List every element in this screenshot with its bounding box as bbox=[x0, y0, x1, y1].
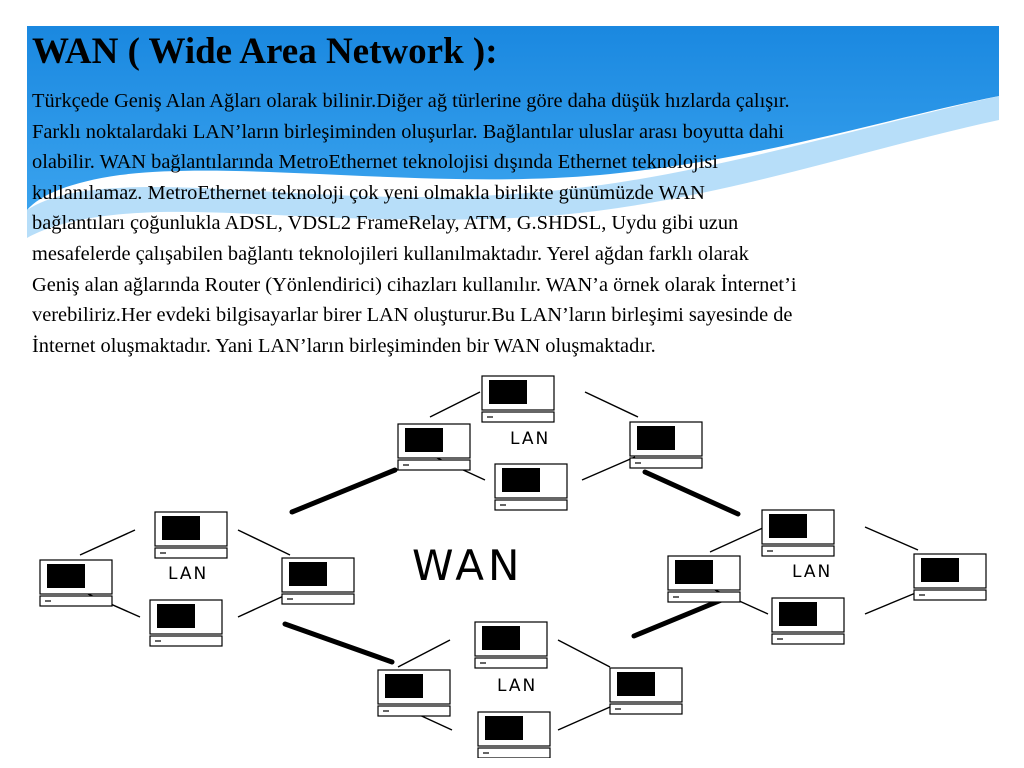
computer-icon bbox=[494, 463, 568, 511]
body-line: Türkçede Geniş Alan Ağları olarak bilini… bbox=[32, 90, 790, 112]
body-line: mesafelerde çalışabilen bağlantı teknolo… bbox=[32, 242, 749, 265]
wan-link-top-right bbox=[642, 469, 741, 517]
computer-icon bbox=[377, 669, 451, 717]
body-line: olabilir. WAN bağlantılarında MetroEther… bbox=[32, 151, 718, 174]
slide-title: WAN ( Wide Area Network ): bbox=[32, 31, 498, 72]
computer-icon bbox=[761, 509, 835, 557]
computers bbox=[39, 375, 987, 758]
computer-icon bbox=[609, 667, 683, 715]
computer-icon bbox=[149, 599, 223, 647]
lan-label-left: LAN bbox=[168, 564, 208, 584]
computer-icon bbox=[154, 511, 228, 559]
computer-icon bbox=[481, 375, 555, 423]
lan-label-top: LAN bbox=[510, 429, 550, 449]
body-line: Geniş alan ağlarında Router (Yönlendiric… bbox=[32, 273, 797, 296]
body-line: bağlantıları çoğunlukla ADSL, VDSL2 Fram… bbox=[32, 212, 739, 235]
slide-body-text: Türkçede Geniş Alan Ağları olarak bilini… bbox=[32, 86, 1000, 361]
computer-icon bbox=[629, 421, 703, 469]
wan-network-diagram: LAN LAN LAN LAN WAN bbox=[39, 375, 987, 758]
computer-icon bbox=[771, 597, 845, 645]
computer-icon bbox=[913, 553, 987, 601]
body-line: İnternet oluşmaktadır. Yani LAN’ların bi… bbox=[32, 334, 656, 357]
body-line: kullanılamaz. MetroEthernet teknoloji ço… bbox=[32, 181, 705, 204]
body-line: verebiliriz.Her evdeki bilgisayarlar bir… bbox=[32, 304, 793, 327]
computer-icon bbox=[397, 423, 471, 471]
computer-icon bbox=[477, 711, 551, 758]
lan-label-right: LAN bbox=[792, 562, 832, 582]
computer-icon bbox=[39, 559, 113, 607]
body-line: Farklı noktalardaki LAN’ların birleşimin… bbox=[32, 120, 784, 143]
lan-label-bottom: LAN bbox=[497, 676, 537, 696]
computer-icon bbox=[474, 621, 548, 669]
wan-link-top-left bbox=[289, 467, 398, 515]
computer-icon bbox=[281, 557, 355, 605]
computer-icon bbox=[667, 555, 741, 603]
wan-link-bottom-left bbox=[282, 621, 395, 665]
wan-label: WAN bbox=[412, 541, 523, 590]
lan-links bbox=[79, 391, 919, 731]
